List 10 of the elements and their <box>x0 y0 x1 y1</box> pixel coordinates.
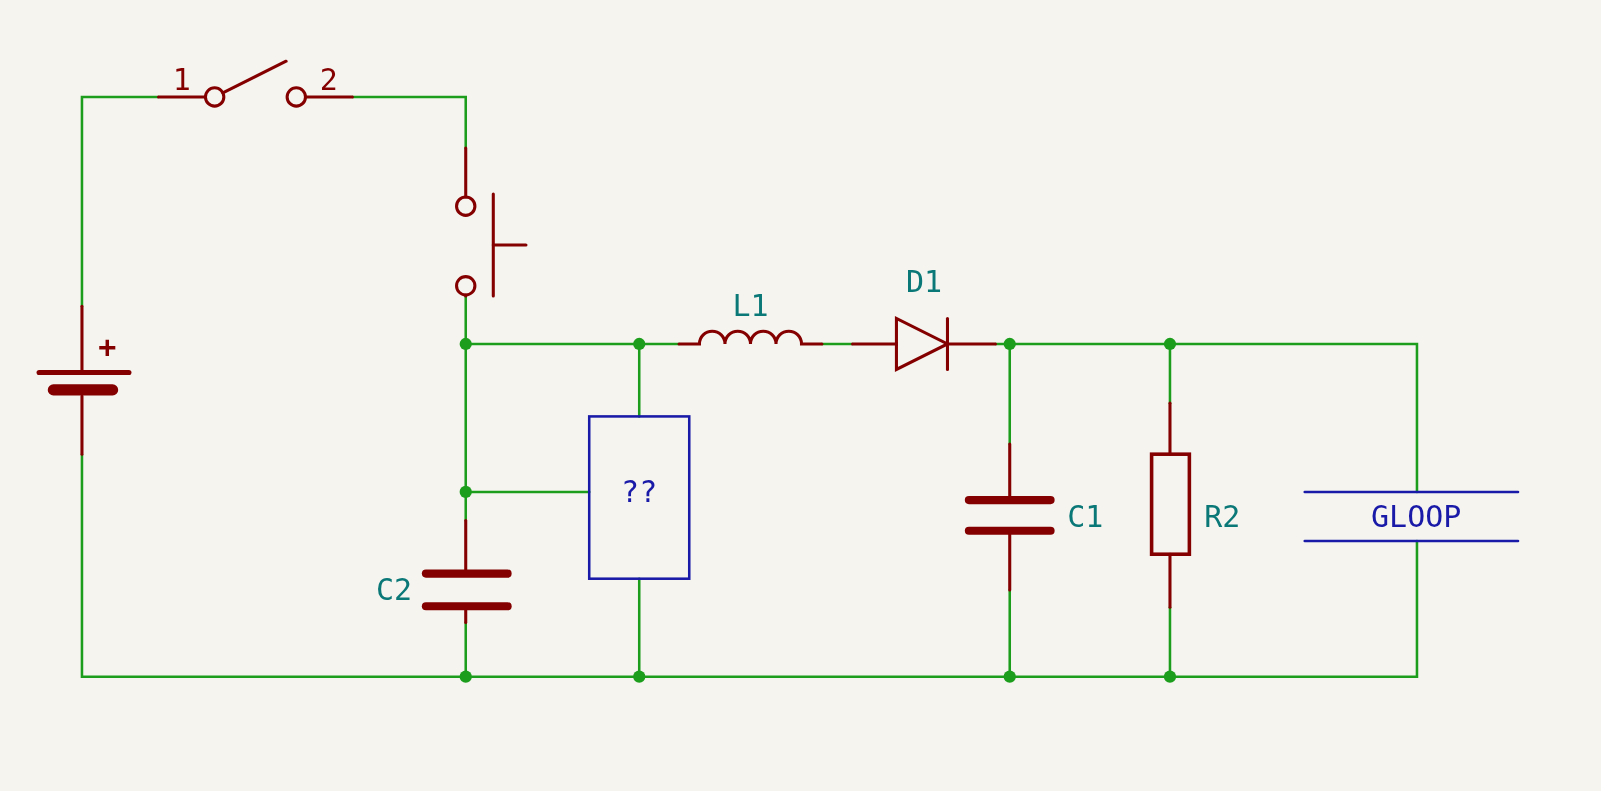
component-label: R2 <box>1204 501 1241 532</box>
component-label: L1 <box>732 291 769 322</box>
pin-number: 2 <box>319 64 338 95</box>
component-label: C1 <box>1067 501 1104 532</box>
pin-number: 1 <box>172 64 191 95</box>
component-label: D1 <box>905 266 943 297</box>
component-label: C2 <box>376 575 413 606</box>
net-label: GLOOP <box>1371 501 1462 532</box>
part-value: ?? <box>621 477 658 508</box>
polarity-mark: + <box>98 332 117 363</box>
